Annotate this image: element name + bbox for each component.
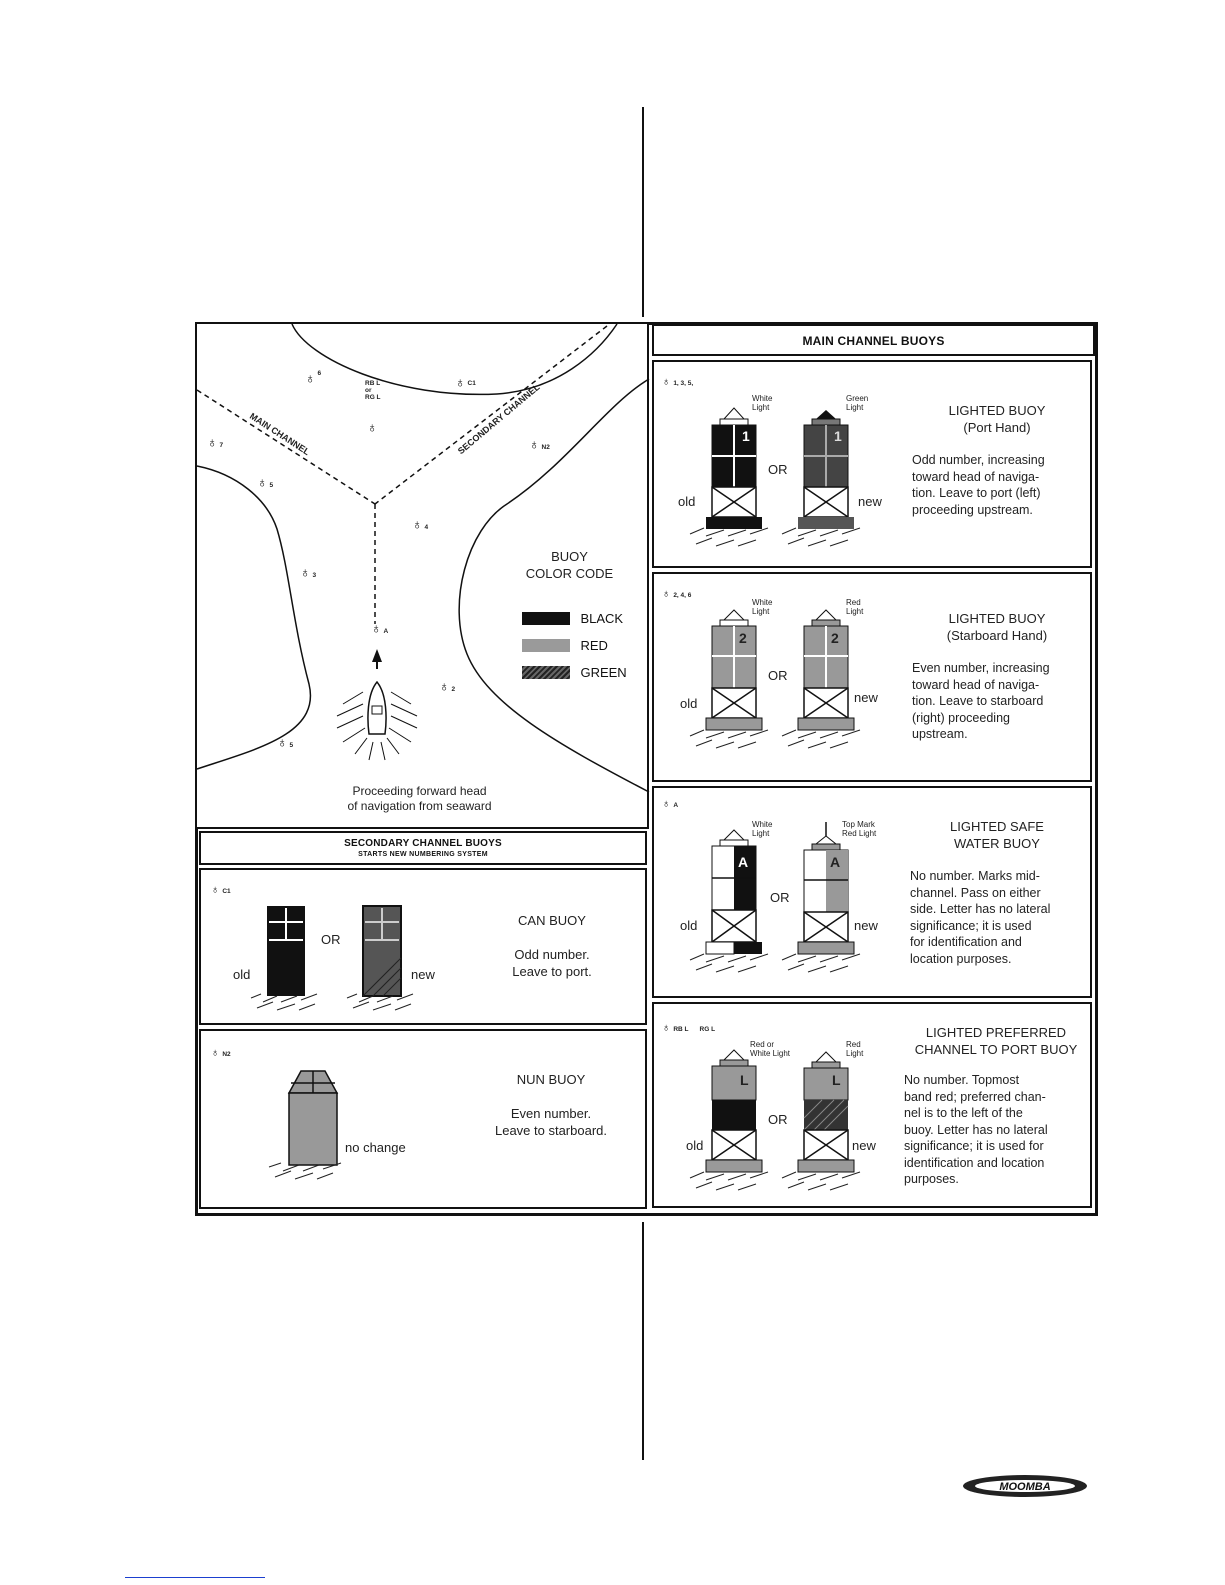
can-buoy-description: Odd number. Leave to port. (512, 947, 592, 979)
starboard-new-label: new (854, 690, 878, 705)
legend-swatch-green (522, 666, 570, 680)
preferred-new-label: new (852, 1138, 876, 1153)
safe-old-letter: A (738, 854, 749, 870)
preferred-old-label: old (686, 1138, 704, 1153)
map-caption: Proceeding forward head of navigation fr… (347, 784, 492, 813)
nun-buoy-description: Even number. Leave to starboard. (494, 1106, 608, 1138)
can-or-label: OR (321, 932, 341, 947)
port-or-label: OR (768, 462, 788, 477)
bottom-divider-line (642, 1222, 644, 1460)
buoy-marker-3: ♁3 (300, 564, 317, 580)
can-buoy-drawings (250, 905, 414, 1011)
can-marker: ♁ C1 (211, 884, 231, 896)
preferred-buoy-drawings (689, 1049, 861, 1191)
buoy-marker-c1: ♁C1 (455, 374, 476, 390)
preferred-marker: ♁ RB L RG L (662, 1022, 716, 1034)
can-old-label: old (233, 967, 251, 982)
nun-no-change-label: no change (345, 1140, 406, 1155)
buoy-marker-2: ♁2 (439, 678, 456, 694)
starboard-old-label: old (680, 696, 698, 711)
moomba-logo: MOOMBA (962, 1472, 1088, 1500)
buoy-marker-5a: ♁5 (257, 474, 274, 490)
top-divider-line (642, 107, 644, 317)
port-new-label: new (858, 494, 882, 509)
secondary-channel-header: SECONDARY CHANNEL BUOYS STARTS NEW NUMBE… (199, 831, 647, 865)
port-old-label: old (678, 494, 696, 509)
logo-text: MOOMBA (999, 1481, 1050, 1493)
legend-item-black: BLACK (522, 610, 623, 628)
buoy-marker-6: ♁6 (305, 370, 322, 386)
port-title: LIGHTED BUOY(Port Hand) (948, 403, 1046, 435)
nun-buoy-title: NUN BUOY (516, 1072, 586, 1087)
buoy-marker-center: ♁ (367, 419, 378, 435)
nun-marker: ♁ N2 (211, 1047, 231, 1059)
can-buoy-title: CAN BUOY (518, 913, 586, 928)
starboard-marker: ♁ 2, 4, 6 (662, 588, 692, 600)
legend-item-green: GREEN (522, 664, 627, 682)
starboard-buoy-drawings (689, 609, 861, 749)
legend-item-red: RED (522, 637, 608, 655)
legend-swatch-red (522, 639, 570, 653)
buoy-marker-7: ♁7 (207, 434, 224, 450)
port-old-number: 1 (742, 428, 750, 444)
preferred-old-letter: L (740, 1072, 749, 1088)
color-code-title: BUOY COLOR CODE (525, 549, 614, 581)
nun-buoy-drawing (268, 1070, 342, 1180)
starboard-or-label: OR (768, 668, 788, 683)
buoy-marker-a: ♁A (371, 620, 389, 636)
preferred-new-letter: L (832, 1072, 841, 1088)
main-channel-header: MAIN CHANNEL BUOYS (652, 324, 1095, 356)
can-new-label: new (411, 967, 435, 982)
buoy-marker-n2: ♁N2 (529, 436, 550, 452)
starboard-title: LIGHTED BUOY(Starboard Hand) (946, 611, 1048, 643)
legend-swatch-black (522, 612, 570, 626)
safe-new-label: new (854, 918, 878, 933)
buoy-marker-4: ♁4 (412, 516, 429, 532)
safe-new-letter: A (830, 854, 841, 870)
starboard-new-number: 2 (831, 630, 839, 646)
port-new-number: 1 (834, 428, 842, 444)
footer-link-underline (125, 1577, 265, 1578)
channel-map (196, 323, 650, 793)
port-marker: ♁ 1, 3, 5, (662, 376, 694, 388)
preferred-or-label: OR (768, 1112, 788, 1127)
port-buoy-drawings (689, 407, 861, 547)
can-buoy-panel: ♁ C1 OR old new CAN BUOY Odd number. Lea… (199, 868, 647, 1025)
safe-buoy-drawings (689, 822, 861, 973)
safe-description: No number. Marks mid-channel. Pass on ei… (910, 869, 1051, 966)
safe-old-label: old (680, 918, 698, 933)
safe-marker: ♁ A (662, 798, 679, 810)
nun-buoy-panel: ♁ N2 no change NUN BUOY Even number. Lea… (199, 1029, 647, 1209)
buoy-marker-5b: ♁5 (277, 734, 294, 750)
safe-or-label: OR (770, 890, 790, 905)
starboard-old-number: 2 (739, 630, 747, 646)
